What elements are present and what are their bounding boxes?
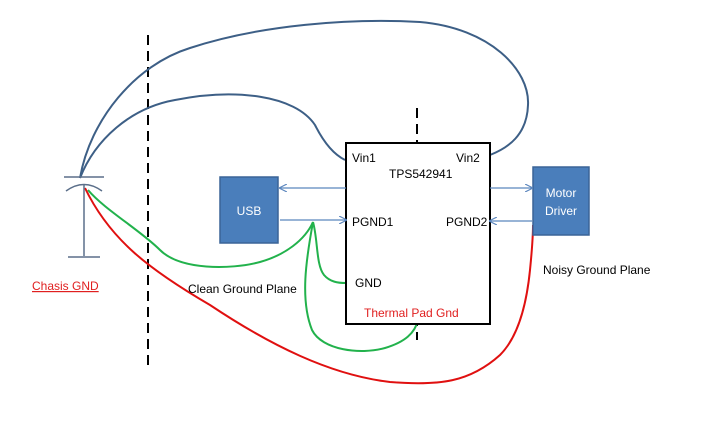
- vin-wire-inner: [79, 93, 346, 179]
- vin-wire-outer: [79, 19, 530, 179]
- motor-driver-block: [532, 166, 590, 236]
- thermal-pad-label: Thermal Pad Gnd: [364, 306, 459, 320]
- pin-vin1: Vin1: [352, 151, 376, 165]
- motor-label-line2: Driver: [545, 204, 577, 218]
- capacitor-ground-icon: [64, 176, 104, 258]
- noisy-plane-label: Noisy Ground Plane: [543, 263, 651, 277]
- clean-ground-wire-thermal: [304, 221, 419, 352]
- noisy-ground-wire: [84, 187, 534, 385]
- motor-label-line1: Motor: [546, 186, 577, 200]
- clean-ground-wire-gnd: [312, 221, 347, 284]
- chip-name: TPS542941: [389, 167, 453, 181]
- pin-vin2: Vin2: [456, 151, 480, 165]
- clean-ground-wire-usb: [87, 189, 314, 268]
- usb-block: [219, 176, 279, 244]
- pin-gnd: GND: [355, 276, 382, 290]
- chassis-gnd-label: Chasis GND: [32, 279, 99, 293]
- usb-label: USB: [237, 204, 262, 218]
- pin-pgnd2: PGND2: [446, 215, 488, 229]
- pin-pgnd1: PGND1: [352, 215, 394, 229]
- clean-plane-label: Clean Ground Plane: [188, 282, 297, 296]
- tps-chip: [345, 142, 491, 325]
